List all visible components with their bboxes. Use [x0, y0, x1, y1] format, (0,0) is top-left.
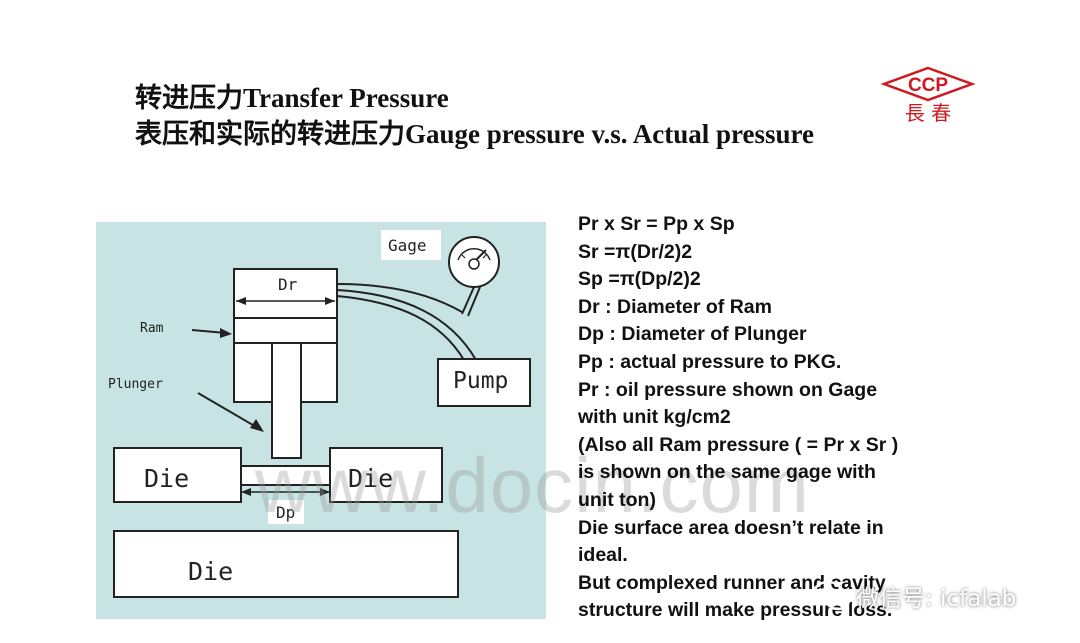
formula-line: Sp =π(Dp/2)2 — [578, 268, 701, 291]
formula-line: Dr : Diameter of Ram — [578, 295, 772, 318]
plunger — [271, 342, 302, 459]
pipe-to-pump-inner — [336, 295, 465, 361]
formula-line: Die surface area doesn’t relate in — [578, 516, 884, 539]
wechat-watermark: 微信号: icfalab — [812, 578, 1016, 614]
pump-box — [437, 358, 531, 407]
formula-line: Dp : Diameter of Plunger — [578, 323, 807, 346]
logo-chinese: 長 春 — [905, 101, 951, 125]
die-right — [329, 447, 443, 503]
plunger-arrow — [197, 392, 259, 429]
logo-text: CCP — [908, 75, 948, 96]
formula-line: Pp : actual pressure to PKG. — [578, 350, 842, 373]
formula-line: unit ton) — [578, 488, 656, 511]
press-diagram: Gage Pump Dr Ram Plunger Die Die — [96, 222, 546, 619]
gage-label: Gage — [388, 236, 427, 255]
die-bottom-label: Die — [188, 557, 233, 586]
formula-line: Sr =π(Dr/2)2 — [578, 240, 693, 263]
die-bottom — [113, 530, 459, 598]
pipe-to-gauge — [336, 283, 463, 313]
formula-line: with unit kg/cm2 — [578, 406, 731, 429]
gauge-icon — [448, 236, 500, 317]
logo-diamond — [880, 66, 976, 102]
formula-text-block: Pr x Sr = Pp x Sp Sr =π(Dr/2)2 Sp =π(Dp/2)… — [578, 211, 978, 625]
pipe-to-pump-outer — [336, 289, 477, 361]
plunger-label: Plunger — [108, 377, 163, 392]
dr-label: Dr — [278, 275, 298, 294]
formula-line: But complexed runner and cavity — [578, 571, 886, 594]
ram-label: Ram — [140, 321, 164, 336]
die-right-label: Die — [348, 464, 393, 493]
formula-line: (Also all Ram pressure ( = Pr x Sr ) — [578, 433, 899, 456]
watermark: www.docin.com — [255, 441, 810, 529]
die-left-label: Die — [144, 464, 189, 493]
slide-title: 转进压力Transfer Pressure — [135, 83, 449, 113]
wechat-text: 微信号: icfalab — [856, 586, 1017, 612]
formula-line: ideal. — [578, 544, 628, 567]
formula-line: Pr : oil pressure shown on Gage — [578, 378, 878, 401]
gage-label-box — [381, 230, 441, 260]
pump-label: Pump — [453, 368, 508, 394]
runner-channel — [240, 465, 331, 486]
wechat-icon — [812, 580, 851, 611]
dp-label: Dp — [276, 503, 295, 522]
ccp-logo: CCP 長 春 — [880, 66, 976, 125]
slide-subtitle: 表压和实际的转进压力Gauge pressure v.s. Actual pre… — [135, 119, 815, 149]
formula-line: Pr x Sr = Pp x Sp — [578, 213, 735, 235]
formula-line: is shown on the same gage with — [578, 461, 876, 484]
dp-label-box — [268, 500, 304, 524]
formula-line: structure will make pressure loss. — [578, 599, 893, 622]
